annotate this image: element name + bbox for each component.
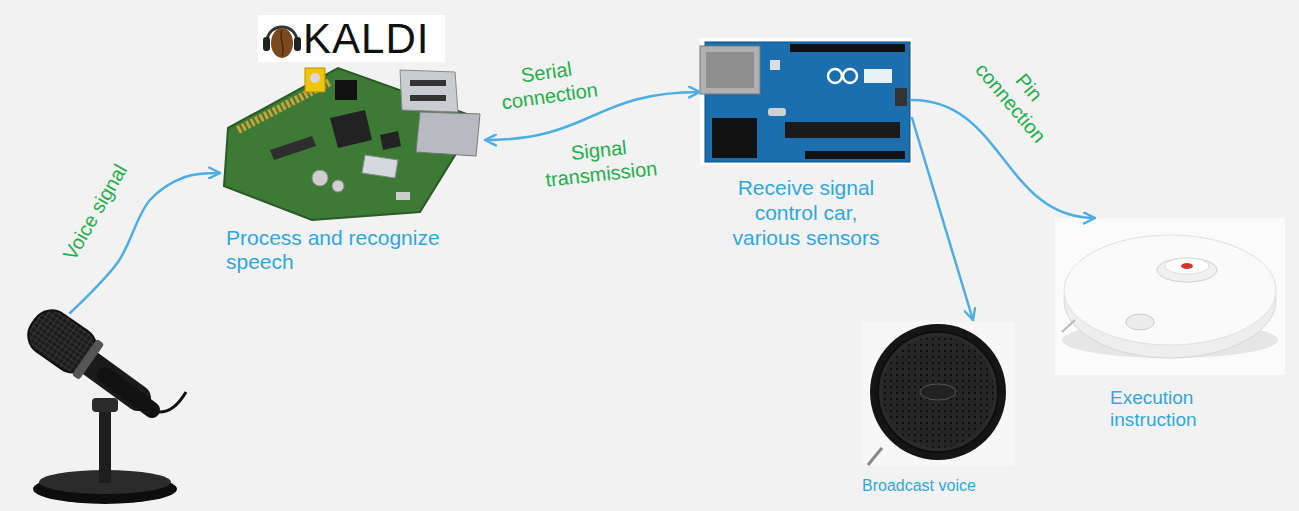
logo-text: KALDI <box>220 15 485 62</box>
microphone-picture <box>20 302 186 504</box>
node-caption: Receive signal control car, various sens… <box>726 175 886 250</box>
speaker-node: Broadcast voice <box>860 320 1017 496</box>
edge-label: Pin connection <box>968 39 1072 150</box>
picture-area <box>18 313 188 505</box>
robot-vacuum-node: Execution instruction <box>1055 218 1285 431</box>
picture-area <box>1055 218 1285 375</box>
microphone-node <box>18 313 188 505</box>
node-caption: Broadcast voice <box>860 476 1017 496</box>
arduino-node: Receive signal control car, various sens… <box>700 38 912 250</box>
edge-label-holder: Pin connection <box>968 39 1072 150</box>
robot-vacuum-picture <box>1055 218 1285 375</box>
arduino-uno-picture <box>700 38 912 165</box>
node-caption: Process and recognize speech <box>220 226 470 274</box>
raspberry-pi-picture <box>224 68 480 220</box>
speaker-picture <box>862 322 1015 465</box>
picture-area <box>700 38 912 165</box>
raspberry-pi-node: KALDI Process and recognize speech <box>220 15 485 274</box>
speaker-link-arrow <box>912 118 973 320</box>
edge-label-holder: Serial connection <box>490 53 606 116</box>
picture-area <box>220 62 485 222</box>
edge-label-holder: Voice signal <box>58 160 132 264</box>
picture-area <box>860 320 1017 462</box>
edge-label: Serial connection <box>490 53 606 116</box>
edge-label: Voice signal <box>58 160 132 264</box>
label-holder: Signal transmission <box>535 132 664 193</box>
node-caption: Execution instruction <box>1110 387 1230 431</box>
link-label: Signal transmission <box>535 132 664 193</box>
